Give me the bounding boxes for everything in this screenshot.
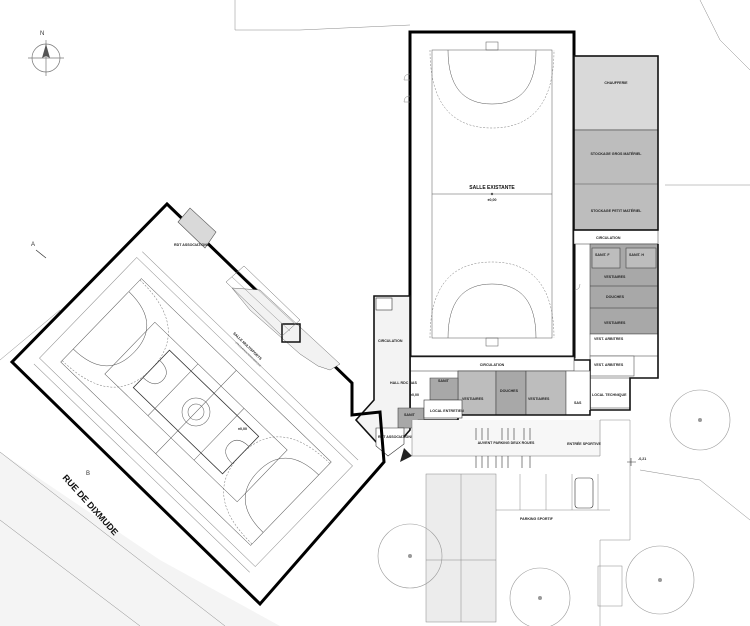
circulation-south-label: CIRCULATION: [480, 363, 505, 367]
sanit-f-label: SANIT. F: [595, 253, 610, 257]
chaufferie-label: CHAUFFERIE: [604, 81, 628, 85]
hall-level: ±0,00: [410, 393, 419, 397]
outdoor-areas: AUVENT PARKING DEUX ROUES ENTRÉE SPORTIV…: [377, 389, 750, 626]
sanit-h-label: SANIT. H: [629, 253, 644, 257]
vest-arbitres-1-label: VEST. ARBITRES: [594, 337, 624, 341]
street-curb-line-2: [0, 519, 141, 626]
north-arrow: N: [28, 31, 64, 76]
sanit-2-label: SANIT: [404, 413, 416, 417]
vestiaires-1-label: VESTIAIRES: [604, 275, 626, 279]
existing-hall-level: ±0,00: [488, 198, 497, 202]
existing-court-free-throw-top: [429, 49, 555, 129]
vestiaires-3-label: VESTIAIRES: [462, 397, 484, 401]
entree-label: ENTRÉE SPORTIVE: [567, 441, 601, 446]
parking-label: PARKING SPORTIF: [520, 517, 554, 521]
sas-label: SAS: [574, 401, 582, 405]
street-area: [0, 452, 280, 626]
stockage-gros-label: STOCKAGE GROS MATÉRIEL: [591, 151, 643, 156]
hall-label: HALL RDC BAS: [390, 381, 417, 385]
circulation-east-label: CIRCULATION: [596, 236, 621, 240]
vestiaires-2-label: VESTIAIRES: [604, 321, 626, 325]
rdt-associations-2-label: RDT ASSOCIATIONS: [378, 435, 414, 439]
chaufferie-room: [573, 55, 659, 131]
douches-label: DOUCHES: [606, 295, 625, 299]
street-curb-line: [0, 451, 226, 626]
existing-hall-name: SALLE EXISTANTE: [469, 185, 515, 191]
douches-2-label: DOUCHES: [500, 389, 519, 393]
north-label: N: [40, 31, 44, 37]
vestiaires-4-label: VESTIAIRES: [528, 397, 550, 401]
local-entretien-label: LOCAL ENTRETIEN: [430, 409, 464, 413]
vest-arbitres-2-label: VEST. ARBITRES: [594, 363, 624, 367]
site-boundary-east: [699, 0, 750, 71]
local-technique-label: LOCAL TECHNIQUE: [592, 393, 627, 397]
sanit-1-label: SANIT: [438, 379, 450, 383]
site-boundary-north: [234, 0, 411, 31]
existing-court-goal-area-bottom: [447, 283, 537, 339]
stockage-petit-label: STOCKAGE PETIT MATÉRIEL: [591, 208, 642, 213]
existing-court-free-throw-bottom: [429, 261, 555, 339]
svg-text:B: B: [86, 471, 90, 477]
central-block: CIRCULATION VESTIAIRES DOUCHES VESTIAIRE…: [409, 356, 591, 421]
east-annex: CHAUFFERIE STOCKAGE GROS MATÉRIEL STOCKA…: [573, 55, 659, 411]
circulation-west-label: CIRCULATION: [378, 339, 403, 343]
site-boundary-west: [0, 309, 61, 361]
rdt-associations-1-label: RDT ASSOCIATIONS: [174, 243, 210, 247]
section-marker-a: A: [31, 242, 47, 259]
svg-text:-0,21: -0,21: [638, 457, 646, 461]
level-marker: -0,21: [627, 457, 646, 466]
auvent-label: AUVENT PARKING DEUX ROUES: [478, 441, 535, 445]
svg-text:A: A: [31, 242, 35, 248]
existing-court-goal-area-top: [447, 49, 537, 105]
multisports-hall-walls: [9, 201, 386, 607]
section-marker-b: B: [86, 471, 90, 477]
multisports-hall: RDT ASSOCIATIONS SALLE MULTISPORTS CIRC: [9, 201, 386, 607]
rdt-associations-room: [177, 207, 217, 249]
multisports-hall-level: ±0,00: [238, 427, 247, 431]
stockage-room: [573, 129, 659, 231]
trees: [377, 389, 731, 626]
car-icon: [574, 477, 594, 509]
